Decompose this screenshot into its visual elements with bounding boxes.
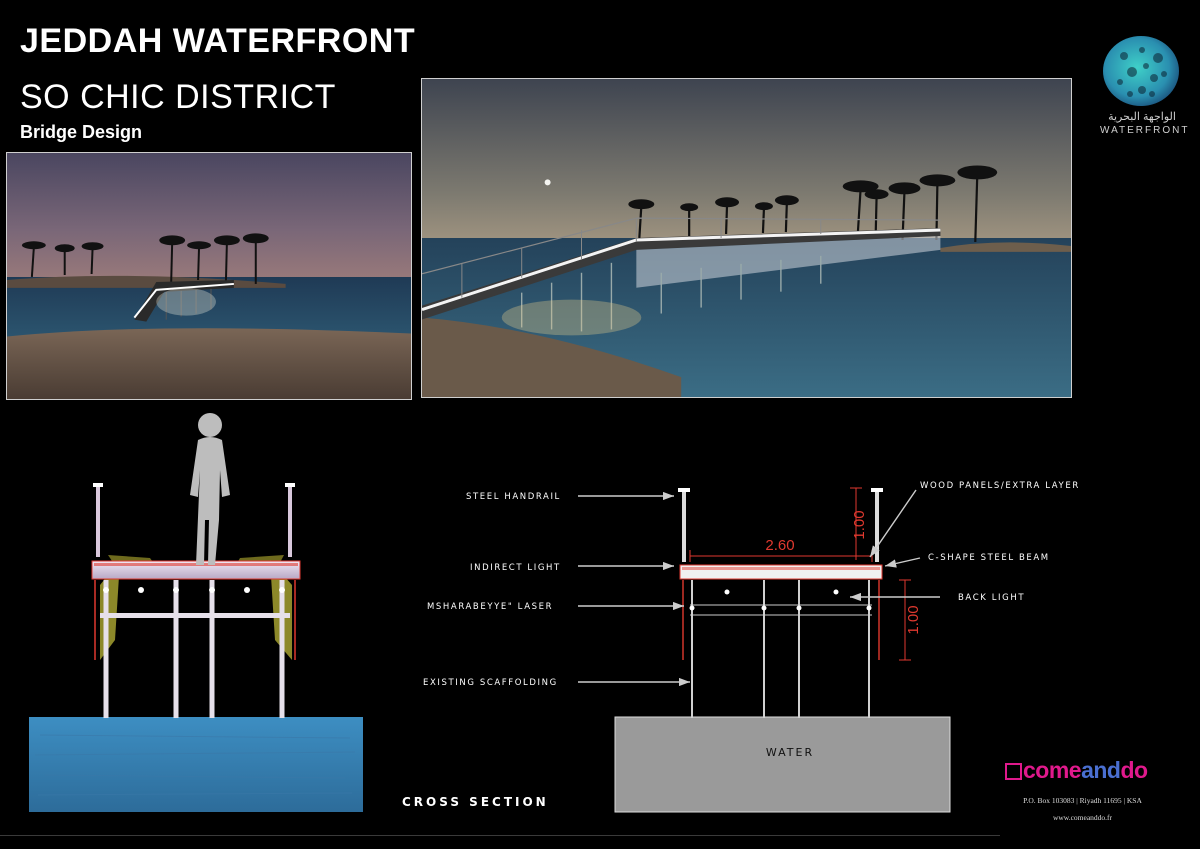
label-c-shape-beam: C-SHAPE STEEL BEAM: [928, 553, 1050, 563]
globe-mosaic-icon: [1103, 36, 1179, 106]
bridge-render-night: [421, 78, 1072, 398]
lower-height-dimension: 1.00: [905, 605, 922, 634]
brand-part-2: and: [1081, 757, 1121, 783]
logo-arabic-text: الواجهة البحرية: [1108, 111, 1176, 123]
page-title: JEDDAH WATERFRONT: [20, 22, 416, 60]
human-scale-figure: [190, 413, 230, 565]
water-block: [614, 716, 951, 813]
comeanddo-logo: comeanddo: [1005, 757, 1148, 784]
label-wood-panels: WOOD PANELS/EXTRA LAYER: [920, 481, 1080, 491]
label-steel-handrail: STEEL HANDRAIL: [466, 492, 561, 502]
deck-width-dimension: 2.60: [765, 537, 794, 554]
section-title: Bridge Design: [20, 122, 143, 142]
logo-wordmark: WATERFRONT: [1100, 125, 1190, 136]
waterfront-logo: [1102, 34, 1180, 113]
brand-part-1: come: [1023, 757, 1082, 783]
page-subtitle: SO CHIC DISTRICT: [20, 78, 336, 116]
brand-part-3: do: [1120, 757, 1148, 783]
footer-divider: [0, 835, 1000, 836]
water-label: WATER: [766, 746, 814, 759]
brand-website: www.comeanddo.fr: [1052, 813, 1113, 822]
label-back-light: BACK LIGHT: [958, 593, 1025, 603]
label-existing-scaffolding: EXISTING SCAFFOLDING: [423, 678, 558, 688]
bridge-render-dusk: [6, 152, 412, 400]
label-indirect-light: INDIRECT LIGHT: [470, 563, 561, 573]
checkbox-icon: [1005, 763, 1022, 780]
label-msharabeyye-laser: MSHARABEYYE" LASER: [427, 602, 553, 612]
bridge-elevation-left: [29, 413, 363, 812]
rail-height-dimension: 1.00: [851, 510, 868, 539]
brand-address: P.O. Box 103083 | Riyadh 11695 | KSA: [1023, 796, 1142, 805]
water-surface: [29, 717, 363, 812]
cross-section-title: CROSS SECTION: [402, 795, 549, 809]
bridge-section-right: WATER 2.60 1.00 1.00: [423, 481, 1080, 813]
